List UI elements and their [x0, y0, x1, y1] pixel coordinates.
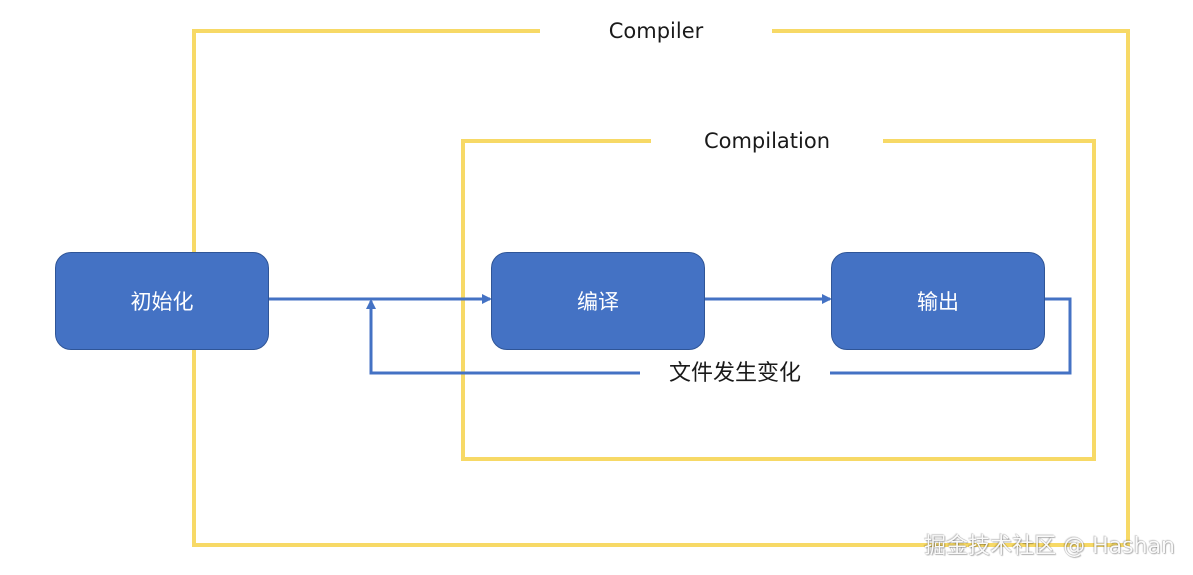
file-change-label: 文件发生变化 [640, 359, 830, 389]
compiler-title: Compiler [540, 18, 772, 44]
compile-node-label: 编译 [577, 290, 619, 314]
output-node-label: 输出 [917, 290, 959, 314]
watermark: 掘金技术社区 @ Hashan [924, 534, 1175, 559]
init-node: 初始化 [55, 252, 269, 350]
file-change-loop-arrow [366, 297, 1072, 375]
compilation-title: Compilation [651, 128, 883, 154]
compile-node: 编译 [491, 252, 705, 350]
init-node-label: 初始化 [130, 290, 194, 314]
output-node: 输出 [831, 252, 1045, 350]
